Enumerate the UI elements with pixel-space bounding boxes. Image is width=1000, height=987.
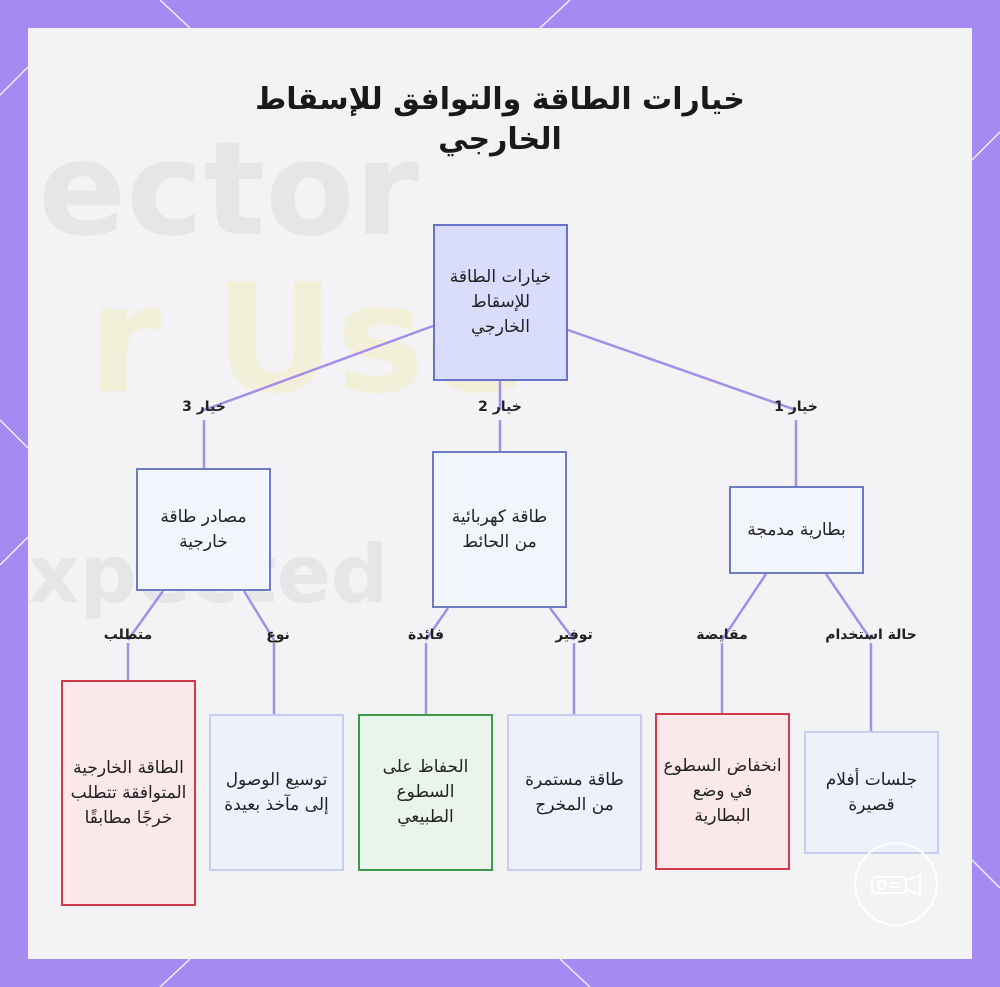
edge-root-option3 bbox=[203, 324, 434, 412]
edge-external-requirement bbox=[126, 590, 165, 641]
background-watermark: ector bbox=[38, 113, 419, 265]
edge-label-saving: توفير bbox=[555, 627, 593, 643]
diagram-card: ector r Use xpected خيارات الطاقة والتوا… bbox=[28, 28, 972, 959]
edge-label-option1: خيار 1 bbox=[774, 399, 818, 415]
edge-label-option2: خيار 2 bbox=[478, 399, 522, 415]
edge-label-type: نوع bbox=[266, 627, 290, 643]
natural-brightness-node: الحفاظ على السطوع الطبيعي bbox=[358, 714, 493, 871]
edge-label-tradeoff: مقايضة bbox=[696, 627, 748, 643]
battery-node: بطارية مدمجة bbox=[729, 486, 864, 574]
edge-external-type bbox=[242, 590, 276, 641]
projector-icon bbox=[871, 873, 921, 897]
root-node: خيارات الطاقة للإسقاط الخارجي bbox=[433, 224, 568, 381]
edge-label-requirement: متطلب bbox=[103, 627, 153, 643]
title-line-2: الخارجي bbox=[438, 122, 562, 157]
low-brightness-node: انخفاض السطوع في وضع البطارية bbox=[655, 713, 790, 870]
diagram-title: خيارات الطاقة والتوافق للإسقاط الخارجي bbox=[28, 80, 972, 160]
title-line-1: خيارات الطاقة والتوافق للإسقاط bbox=[255, 82, 745, 117]
edge-label-benefit: فائدة bbox=[407, 627, 445, 643]
connector-lines bbox=[126, 324, 873, 731]
edge-label-option3: خيار 3 bbox=[182, 399, 226, 415]
external-sources-node: مصادر طاقة خارجية bbox=[136, 468, 271, 591]
extend-reach-node: توسيع الوصول إلى مآخذ بعيدة bbox=[209, 714, 344, 871]
edge-wall-benefit bbox=[424, 607, 450, 641]
wall-power-node: طاقة كهربائية من الحائط bbox=[432, 451, 567, 608]
edge-battery-usecase bbox=[824, 573, 873, 641]
short-sessions-node: جلسات أفلام قصيرة bbox=[804, 731, 939, 854]
edge-battery-tradeoff bbox=[720, 573, 768, 641]
matching-output-node: الطاقة الخارجية المتوافقة تتطلب خرجًا مط… bbox=[61, 680, 196, 906]
edge-wall-saving bbox=[549, 607, 575, 641]
projector-logo bbox=[854, 842, 938, 926]
edge-label-use-case: حالة استخدام bbox=[825, 627, 917, 643]
continuous-power-node: طاقة مستمرة من المخرج bbox=[507, 714, 642, 871]
edge-root-option1 bbox=[567, 328, 797, 412]
